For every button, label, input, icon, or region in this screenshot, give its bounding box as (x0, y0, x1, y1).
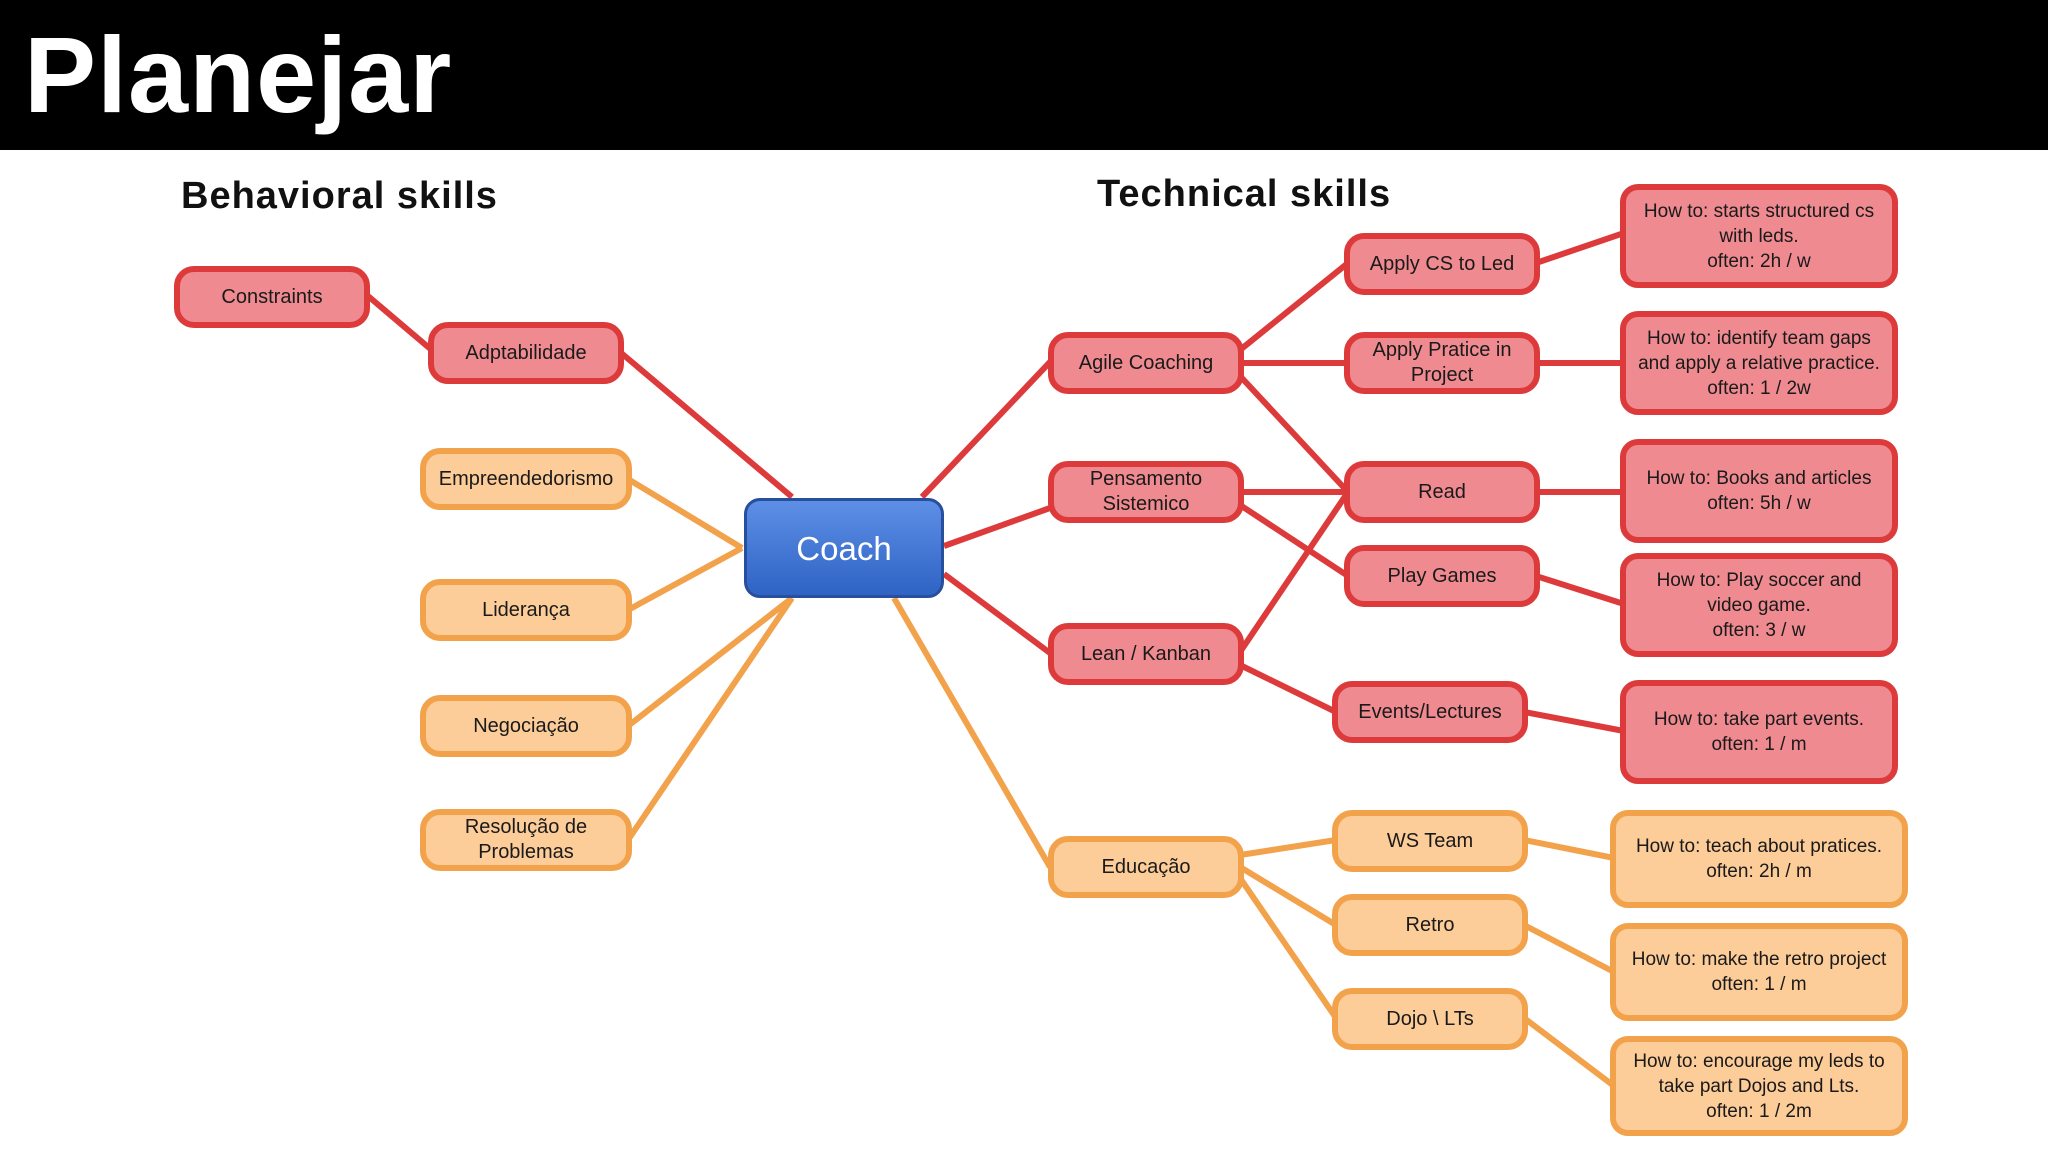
node-education[interactable]: Educação (1048, 836, 1244, 898)
connector-education-ws-team (1239, 837, 1337, 858)
detail-retro[interactable]: How to: make the retro project often: 1 … (1610, 923, 1908, 1021)
node-lean-kanban[interactable]: Lean / Kanban (1048, 623, 1244, 685)
connector-problem-solving-coach (625, 596, 795, 842)
connector-leadership-coach (626, 545, 744, 613)
connector-lean-events (1238, 662, 1338, 715)
node-entrepreneurship[interactable]: Empreendedorismo (420, 448, 632, 510)
node-read[interactable]: Read (1344, 461, 1540, 523)
behavioral-skills-heading: Behavioral skills (181, 175, 498, 217)
connector-events-detail (1523, 709, 1625, 734)
detail-apply-cs[interactable]: How to: starts structured cs with leds. … (1620, 184, 1898, 288)
connector-adaptability-coach (618, 349, 794, 500)
node-constraints[interactable]: Constraints (174, 266, 370, 328)
connector-ws-team-detail (1523, 837, 1615, 861)
connector-coach-lean (942, 571, 1052, 656)
detail-dojo[interactable]: How to: encourage my leds to take part D… (1610, 1036, 1908, 1136)
detail-read[interactable]: How to: Books and articles often: 5h / w (1620, 439, 1898, 543)
node-systemic-thinking[interactable]: Pensamento Sistemico (1048, 461, 1244, 523)
connector-negotiation-coach (626, 595, 794, 729)
connector-retro-detail (1522, 922, 1616, 975)
header-bar: Planejar (0, 0, 2048, 150)
node-negotiation[interactable]: Negociação (420, 695, 632, 757)
node-problem-solving[interactable]: Resolução de Problemas (420, 809, 632, 871)
connector-dojo-detail (1522, 1015, 1616, 1089)
connector-systemic-play-games (1238, 502, 1350, 579)
detail-play-games[interactable]: How to: Play soccer and video game. ofte… (1620, 553, 1898, 657)
node-adaptability[interactable]: Adptabilidade (428, 322, 624, 384)
detail-ws-team[interactable]: How to: teach about pratices. often: 2h … (1610, 810, 1908, 908)
connector-coach-systemic (942, 505, 1052, 549)
connector-coach-agile (919, 359, 1053, 500)
connector-entrepreneurship-coach (626, 476, 744, 551)
connector-agile-read (1237, 373, 1351, 495)
connector-lean-read (1237, 490, 1351, 654)
node-retro[interactable]: Retro (1332, 894, 1528, 956)
connector-apply-cs-detail (1535, 230, 1625, 266)
node-agile-coaching[interactable]: Agile Coaching (1048, 332, 1244, 394)
connector-education-retro (1238, 864, 1338, 928)
node-ws-team[interactable]: WS Team (1332, 810, 1528, 872)
detail-events[interactable]: How to: take part events. often: 1 / m (1620, 680, 1898, 784)
connector-coach-education (891, 596, 1053, 869)
page-title: Planejar (24, 14, 453, 135)
connector-agile-apply-cs (1238, 260, 1350, 353)
node-dojo-lts[interactable]: Dojo \ LTs (1332, 988, 1528, 1050)
node-coach[interactable]: Coach (744, 498, 944, 598)
node-apply-practice[interactable]: Apply Pratice in Project (1344, 332, 1540, 394)
node-play-games[interactable]: Play Games (1344, 545, 1540, 607)
node-leadership[interactable]: Liderança (420, 579, 632, 641)
node-events-lectures[interactable]: Events/Lectures (1332, 681, 1528, 743)
connector-constraints-adaptability (366, 293, 436, 355)
detail-apply-practice[interactable]: How to: identify team gaps and apply a r… (1620, 311, 1898, 415)
connector-education-dojo (1237, 876, 1339, 1020)
connector-play-games-detail (1535, 573, 1625, 607)
technical-skills-heading: Technical skills (1097, 173, 1392, 215)
node-apply-cs[interactable]: Apply CS to Led (1344, 233, 1540, 295)
